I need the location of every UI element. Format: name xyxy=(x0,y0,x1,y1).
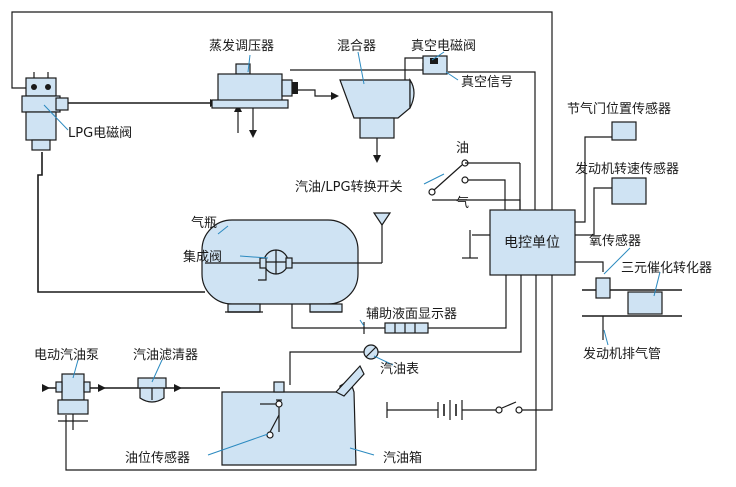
label-mixer: 混合器 xyxy=(337,39,376,54)
ecu-label: 电控单位 xyxy=(504,235,560,251)
label-catalyst: 三元催化转化器 xyxy=(621,261,712,276)
fuel-switch[interactable] xyxy=(428,159,521,210)
label-lpg-valve: LPG电磁阀 xyxy=(68,126,132,141)
label-o2-sensor: 氧传感器 xyxy=(589,233,641,249)
ecu: 电控单位 xyxy=(489,209,576,276)
label-switch: 汽油/LPG转换开关 xyxy=(295,180,403,195)
label-vacuum-signal: 真空信号 xyxy=(461,75,513,90)
electric-fuel-pump xyxy=(55,373,91,430)
label-evaporator: 蒸发调压器 xyxy=(209,38,274,54)
label-valve-assembly: 集成阀 xyxy=(183,249,222,265)
label-level-display: 辅助液面显示器 xyxy=(366,307,457,322)
exhaust-pipe xyxy=(582,277,682,340)
fuel-gauge xyxy=(363,344,379,360)
label-gas: 气 xyxy=(456,195,469,211)
label-oil: 油 xyxy=(456,141,469,156)
throttle-position-sensor xyxy=(611,121,637,141)
label-fuel-gauge: 汽油表 xyxy=(380,362,419,377)
label-vacuum-valve: 真空电磁阀 xyxy=(411,39,476,54)
vacuum-solenoid-valve xyxy=(422,55,448,75)
level-display xyxy=(363,322,429,334)
label-fuel-filter: 汽油滤清器 xyxy=(133,348,198,363)
label-fuel-tank: 汽油箱 xyxy=(383,450,422,466)
label-speed-sensor: 发动机转速传感器 xyxy=(575,161,679,177)
lpg-solenoid-valve xyxy=(21,72,69,151)
engine-speed-sensor xyxy=(611,177,647,205)
label-fuel-pump: 电动汽油泵 xyxy=(34,348,99,363)
evaporator-regulator xyxy=(211,63,298,109)
label-throttle-sensor: 节气门位置传感器 xyxy=(567,101,671,117)
leader-lines xyxy=(43,51,661,456)
labels: 蒸发调压器 混合器 真空电磁阀 真空信号 LPG电磁阀 节气门位置传感器 油 汽… xyxy=(34,38,712,466)
label-level-sensor: 油位传感器 xyxy=(125,450,190,466)
integrated-valve xyxy=(205,212,392,281)
mixer xyxy=(339,78,415,139)
label-cylinder: 气瓶 xyxy=(191,215,217,231)
fuel-filter xyxy=(137,377,167,403)
fuel-tank xyxy=(221,364,365,466)
label-exhaust: 发动机排气管 xyxy=(583,346,661,362)
battery-circuit xyxy=(386,400,523,420)
